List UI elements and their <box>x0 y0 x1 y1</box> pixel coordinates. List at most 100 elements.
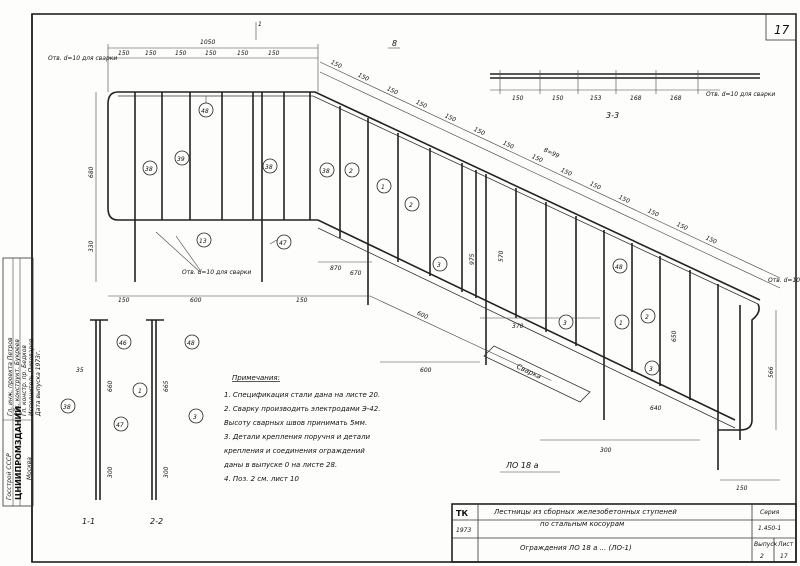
svg-text:660: 660 <box>107 380 114 392</box>
svg-text:150: 150 <box>205 50 217 57</box>
svg-text:150: 150 <box>588 180 602 191</box>
bubble-label: 2 <box>409 202 413 209</box>
stamp-org-top: Госстрой СССР <box>6 453 13 500</box>
stamp-row-4: Исполнитель Пивоваров <box>28 338 35 416</box>
note-line: 2. Сварку производить электродами Э-42. <box>224 405 380 413</box>
sheet-label: Лист <box>777 541 794 548</box>
bubble-label: 38 <box>265 164 273 171</box>
stamp-row-5: Дата выпуска 1973г. <box>35 350 42 417</box>
stamp-row-2: Рук. конструкт. Букреев <box>14 339 21 416</box>
note-line: 3. Детали крепления поручня и детали <box>224 433 371 441</box>
note-line: Высоту сварных швов принимать 5мм. <box>224 419 367 427</box>
svg-text:670: 670 <box>350 270 362 277</box>
stamp-row-1: Гл. инж. проекта Петров <box>7 337 14 416</box>
mark-label: ЛО 18 а <box>505 461 539 470</box>
side-dimensions: 680 330 870 975 570 650 566 Отв. d=10 дл… <box>88 92 800 430</box>
bubble-label: 46 <box>119 340 127 347</box>
svg-text:150: 150 <box>617 194 631 205</box>
svg-text:600: 600 <box>420 367 432 374</box>
svg-text:665: 665 <box>163 380 170 392</box>
svg-text:150: 150 <box>502 140 516 151</box>
bottom-dimensions: 150 600 150 670 600 370 600 300 640 150 <box>108 261 780 492</box>
notes-block: Примечания: 1. Спецификация стали дана н… <box>223 374 380 483</box>
bubble-label: 3 <box>437 262 441 269</box>
bubble-label: 47 <box>116 422 124 429</box>
railing-elevation <box>107 91 761 470</box>
bubble-label: 1 <box>381 184 385 191</box>
section-1-1: 46 1 47 38 35 660 300 1-1 <box>60 319 148 526</box>
sheet-value: 17 <box>780 553 788 560</box>
svg-text:150: 150 <box>145 50 157 57</box>
svg-text:150: 150 <box>704 235 718 246</box>
svg-text:150: 150 <box>675 221 689 232</box>
bubble-label: 1 <box>138 388 142 395</box>
svg-text:35: 35 <box>76 367 84 374</box>
bubble-label: 47 <box>279 240 287 247</box>
section-2-2-label: 2-2 <box>150 517 163 526</box>
note-line: 4. Поз. 2 см. лист 10 <box>224 475 300 483</box>
weld-note-bottom: Отв. d=10 для сварки <box>768 277 800 284</box>
svg-text:150: 150 <box>559 167 573 178</box>
issue-label: Выпуск <box>754 541 778 548</box>
svg-text:150: 150 <box>357 72 371 83</box>
svg-text:150: 150 <box>329 59 343 70</box>
bubble-label: 3 <box>649 366 653 373</box>
svg-text:150: 150 <box>512 95 524 102</box>
title-line-1: Лестницы из сборных железобетонных ступе… <box>493 508 677 516</box>
svg-text:Отв. d=10 для сварки: Отв. d=10 для сварки <box>182 269 251 276</box>
svg-text:300: 300 <box>600 447 612 454</box>
svg-text:8: 8 <box>392 39 397 48</box>
bubble-label: 48 <box>201 108 209 115</box>
welding-label: Сварка <box>515 363 542 381</box>
sheet-number-box <box>765 13 797 41</box>
title-tk: ТК <box>456 509 468 518</box>
section-3-3-label: 3-3 <box>606 111 619 120</box>
position-bubbles: 48 38 39 38 38 2 1 2 13 47 3 48 1 2 3 3 <box>142 102 660 376</box>
svg-text:150: 150 <box>473 126 487 137</box>
bubble-label: 38 <box>322 168 330 175</box>
bubble-label: 3 <box>563 320 567 327</box>
svg-text:975: 975 <box>469 253 476 265</box>
note-line: 1. Спецификация стали дана на листе 20. <box>224 391 380 399</box>
svg-text:300: 300 <box>107 466 114 478</box>
left-stamp: Госстрой СССР ЦНИИПРОМЗДАНИЙ Москва Гл. … <box>2 257 42 507</box>
bubble-label: 2 <box>645 314 649 321</box>
svg-text:150: 150 <box>268 50 280 57</box>
svg-text:150: 150 <box>296 297 308 304</box>
svg-text:600: 600 <box>416 310 430 321</box>
bubble-label: 38 <box>63 404 71 411</box>
leader-lines <box>155 96 285 273</box>
bubble-label: 48 <box>187 340 195 347</box>
bubble-label: 3 <box>193 414 197 421</box>
svg-text:566: 566 <box>768 366 775 378</box>
slope-dimensions: 150 150 150 150 150 150 150 150 150 150 … <box>319 39 781 289</box>
top-dimensions: 1050 150 150 150 150 150 150 Отв. d=10 д… <box>48 21 319 92</box>
svg-text:168: 168 <box>630 95 642 102</box>
note-line: даны в выпуске 0 на листе 28. <box>223 461 337 469</box>
svg-text:370: 370 <box>512 323 524 330</box>
svg-text:153: 153 <box>590 95 602 102</box>
series-value: 1.450-1 <box>758 525 781 532</box>
svg-text:570: 570 <box>498 250 505 262</box>
bubble-label: 48 <box>615 264 623 271</box>
svg-text:150: 150 <box>386 85 400 96</box>
svg-text:150: 150 <box>118 297 130 304</box>
section-3-3: 150 150 153 168 168 Отв. d=10 для сварки… <box>490 70 775 120</box>
bubble-label: 39 <box>177 156 185 163</box>
svg-text:150: 150 <box>237 50 249 57</box>
svg-text:600: 600 <box>190 297 202 304</box>
stamp-org-name: ЦНИИПРОМЗДАНИЙ <box>12 406 23 500</box>
svg-text:150: 150 <box>415 99 429 110</box>
svg-text:150: 150 <box>552 95 564 102</box>
svg-text:650: 650 <box>671 330 678 342</box>
title-year: 1973 <box>456 527 471 534</box>
bubble-label: 1 <box>619 320 623 327</box>
section-2-2: 48 3 665 300 2-2 <box>146 319 204 526</box>
sheet-number: 17 <box>774 23 790 37</box>
slope-total: 8=99 <box>542 147 560 160</box>
svg-text:150: 150 <box>646 207 660 218</box>
svg-text:330: 330 <box>88 240 95 252</box>
bubble-label: 2 <box>349 168 353 175</box>
weld-note-top: Отв. d=10 для сварки <box>48 55 117 62</box>
